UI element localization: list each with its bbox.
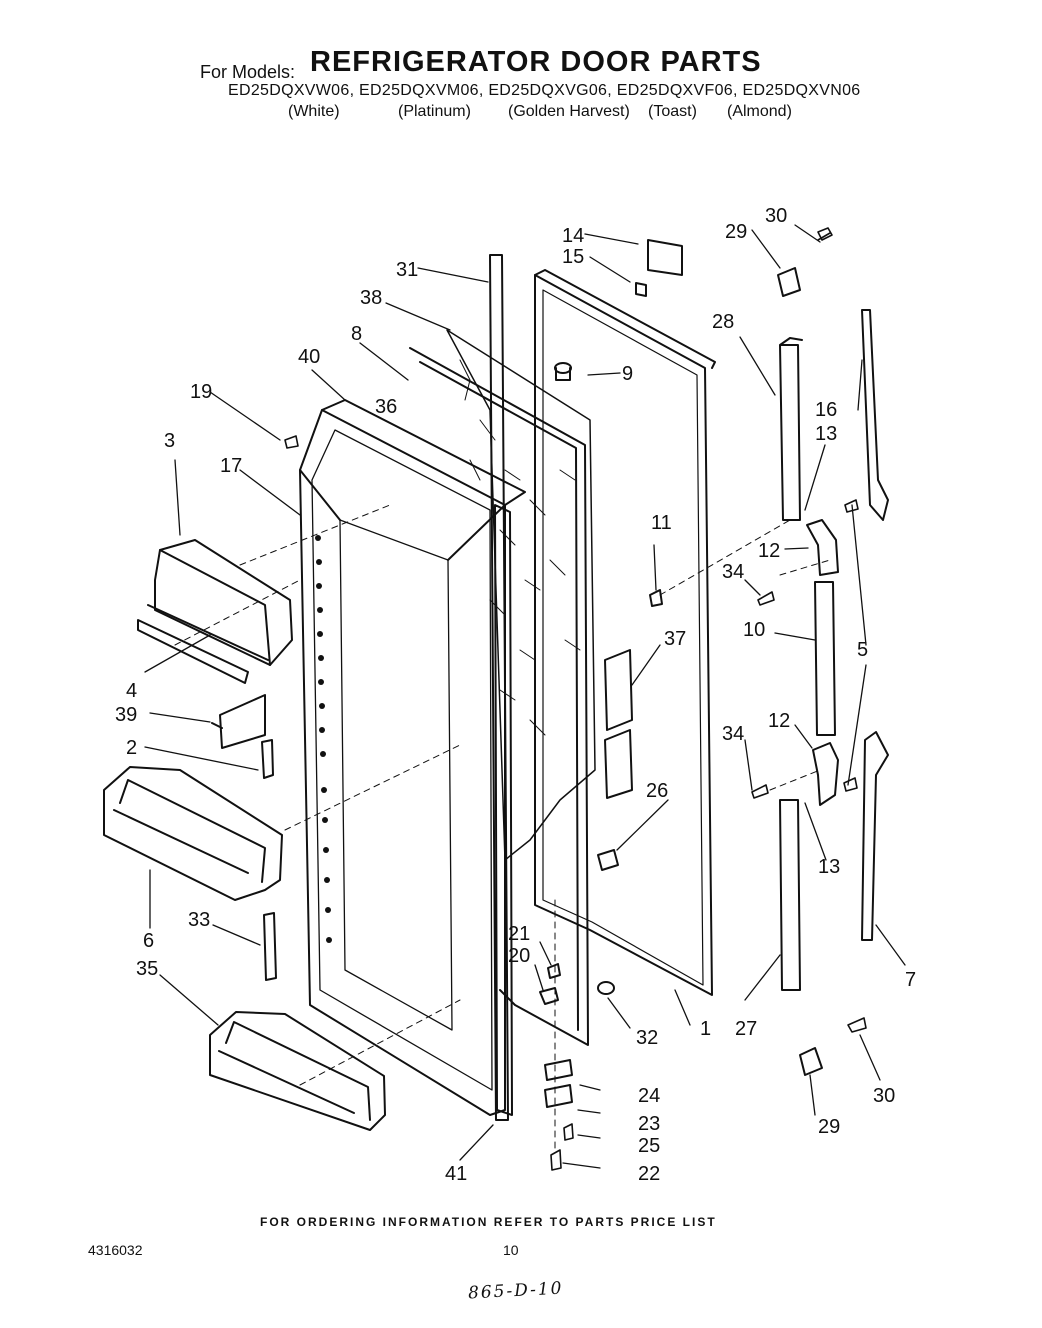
assembly-guides [174,504,831,1151]
callout-29-lower: 29 [818,1116,840,1138]
callout-25: 25 [638,1135,660,1157]
callout-28: 28 [712,311,734,333]
outer-door-panel [534,269,716,996]
color-golden-harvest: (Golden Harvest) [508,103,630,120]
callout-13-lower: 13 [818,856,840,878]
dairy-bracket [211,694,266,749]
handle-tube [814,581,836,736]
wire-clip [597,849,619,871]
lower-hinge-block [799,1047,823,1076]
callout-21: 21 [508,923,530,945]
liner-shelf-holes [315,535,332,943]
callout-15: 15 [562,246,584,268]
callout-9: 9 [622,363,633,385]
callout-24: 24 [638,1085,660,1107]
callout-36: 36 [375,396,397,418]
color-white: (White) [288,103,340,120]
upper-handle-trim [861,309,889,521]
callout-38: 38 [360,287,382,309]
callout-30-lower: 30 [873,1085,895,1107]
callout-16: 16 [815,399,837,421]
callout-41: 41 [445,1163,467,1185]
callout-35: 35 [136,958,158,980]
callout-7: 7 [905,969,916,991]
handle-cap-lower [812,742,839,806]
callout-12-upper: 12 [758,540,780,562]
screws [284,227,867,1171]
lower-door-bin [209,1011,386,1131]
lower-side-panel [604,729,633,799]
callout-4: 4 [126,680,137,702]
callout-27: 27 [735,1018,757,1040]
model-numbers: ED25DQXVW06, ED25DQXVM06, ED25DQXVG06, E… [228,82,861,99]
callout-31: 31 [396,259,418,281]
callout-6: 6 [143,930,154,952]
callout-8: 8 [351,323,362,345]
for-models-label: For Models: [200,62,296,82]
model-label [647,239,683,276]
large-door-bin [103,766,283,901]
callout-20: 20 [508,945,530,967]
callout-26: 26 [646,780,668,802]
page-number: 10 [503,1242,519,1258]
callout-numbers: 1 2 3 4 5 6 7 8 9 10 11 12 12 13 13 14 1… [115,205,916,1185]
callout-10: 10 [743,619,765,641]
dairy-compartment [137,539,293,684]
lower-hinge-parts [539,963,615,1108]
callout-34-upper: 34 [722,561,744,583]
upper-side-panel [604,649,633,731]
page-title: REFRIGERATOR DOOR PARTS [310,46,762,78]
color-toast: (Toast) [648,103,697,120]
callout-12-lower: 12 [768,710,790,732]
bin-support [263,912,277,981]
callout-3: 3 [164,430,175,452]
callout-19: 19 [190,381,212,403]
callout-1: 1 [700,1018,711,1040]
door-stop-part [554,362,572,381]
handle-cap-upper [806,519,839,576]
callout-39: 39 [115,704,137,726]
lower-handle-trim [861,731,889,941]
callout-37: 37 [664,628,686,650]
callout-23: 23 [638,1113,660,1135]
small-label [635,282,647,297]
callout-33: 33 [188,909,210,931]
callout-5: 5 [857,639,868,661]
ordering-note: FOR ORDERING INFORMATION REFER TO PARTS … [260,1215,717,1229]
hinge-clip [649,589,663,607]
color-almond: (Almond) [727,103,792,120]
callout-13-upper: 13 [815,423,837,445]
callout-17: 17 [220,455,242,477]
upper-hinge-block [777,267,801,297]
callout-29-upper: 29 [725,221,747,243]
document-number: 4316032 [88,1242,143,1258]
door-liner [299,399,526,1116]
callout-32: 32 [636,1027,658,1049]
color-platinum: (Platinum) [398,103,471,120]
callout-22: 22 [638,1163,660,1185]
upper-handle-strip [779,337,803,521]
callout-40: 40 [298,346,320,368]
lower-handle-strip [779,799,801,991]
breaker-strip-frame [409,347,589,1046]
callout-30-upper: 30 [765,205,787,227]
callout-2: 2 [126,737,137,759]
callout-14: 14 [562,225,584,247]
leader-arrows [144,224,906,1169]
shelf-clip [261,739,274,779]
door-gasket [494,504,513,1116]
hinge-trim-strip [489,254,509,1121]
callout-34-lower: 34 [722,723,744,745]
callout-11: 11 [651,512,672,534]
